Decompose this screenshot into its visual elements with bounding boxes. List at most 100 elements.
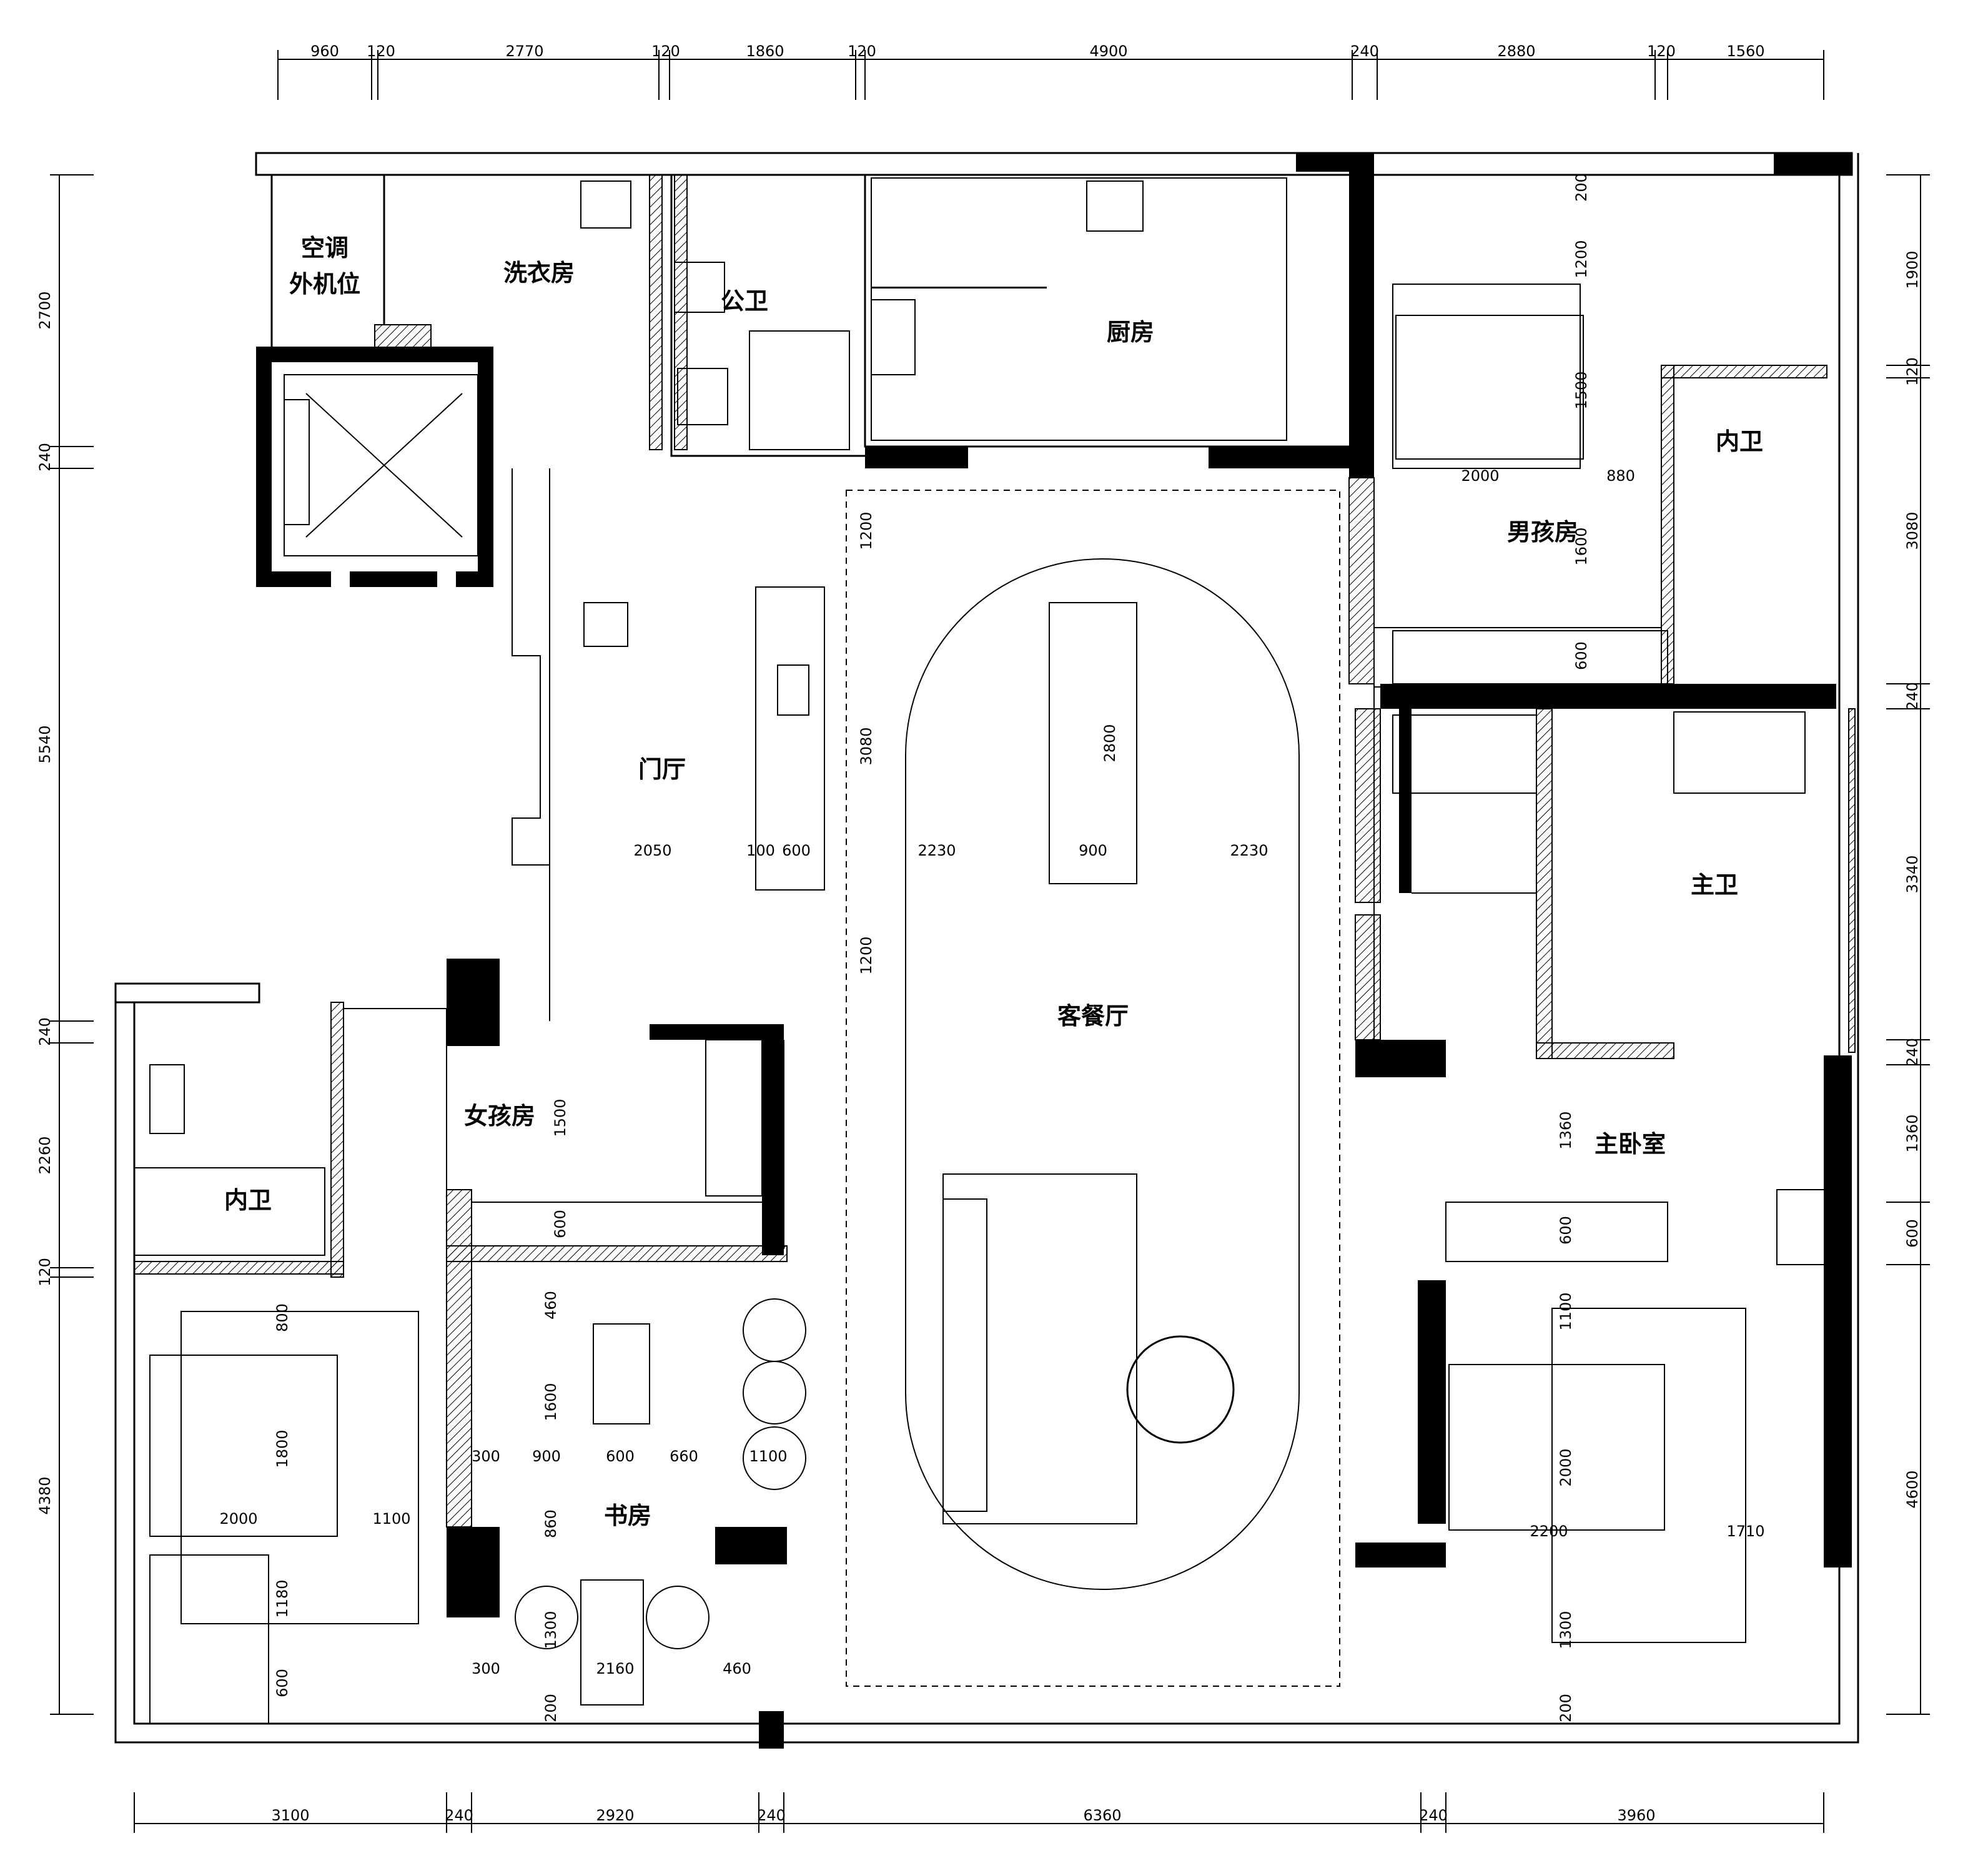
furniture [134, 177, 1827, 1724]
dim-st-2160: 2160 [596, 1660, 634, 1677]
dim-boy-600: 600 [1573, 641, 1590, 670]
dim-m-2000: 2000 [1557, 1448, 1575, 1486]
dim-st-1300: 1300 [542, 1611, 560, 1649]
dim-st-300b: 300 [472, 1660, 500, 1677]
dim-top-7: 240 [1350, 42, 1379, 60]
room-labels: 空调 外机位 洗衣房 公卫 厨房 男孩房 内卫 门厅 客餐厅 主卫 主卧室 女孩… [224, 234, 1763, 1529]
dim-row-2230b: 2230 [1230, 842, 1268, 859]
dim-bottom-0: 3100 [271, 1807, 309, 1824]
room-ac-line1: 空调 [301, 234, 349, 262]
dim-left-1: 240 [36, 443, 54, 471]
dim-st-660: 660 [670, 1448, 698, 1465]
dim-liv-2800: 2800 [1101, 724, 1119, 762]
dim-top-8: 2880 [1497, 42, 1535, 60]
room-boy: 男孩房 [1507, 518, 1578, 546]
dim-m-2200: 2200 [1530, 1523, 1568, 1540]
dimension-lines [50, 50, 1930, 1833]
dims-bottom: 3100 240 2920 240 6360 240 3960 [271, 1807, 1655, 1824]
dim-bottom-3: 240 [757, 1807, 786, 1824]
dims-inner: 200 1200 1500 2000 880 1600 600 1200 308… [219, 173, 1846, 1722]
dim-m-1360: 1360 [1557, 1111, 1575, 1149]
dim-top-0: 960 [310, 42, 339, 60]
dim-liv-1200b: 1200 [858, 936, 875, 974]
dim-bottom-4: 6360 [1083, 1807, 1121, 1824]
dim-top-5: 120 [848, 42, 876, 60]
dim-top-2: 2770 [505, 42, 543, 60]
dim-bottom-5: 240 [1419, 1807, 1448, 1824]
dim-st-460b: 460 [723, 1660, 751, 1677]
dim-liv-3080: 3080 [858, 727, 875, 765]
walls [114, 152, 1859, 1749]
dim-row-900: 900 [1079, 842, 1107, 859]
dim-st-300a: 300 [472, 1448, 500, 1465]
dim-study-1600: 1600 [542, 1383, 560, 1421]
room-girl-bath: 内卫 [224, 1187, 272, 1214]
dim-left-4: 2260 [36, 1136, 54, 1174]
dim-m-1300: 1300 [1557, 1611, 1575, 1649]
dim-right-2: 3080 [1904, 511, 1921, 550]
dim-right-3: 240 [1904, 682, 1921, 711]
dim-top-3: 120 [651, 42, 680, 60]
dim-boy-1500: 1500 [1573, 371, 1590, 409]
room-laundry: 洗衣房 [503, 259, 575, 287]
dim-m-200: 200 [1557, 1694, 1575, 1722]
dim-right-5: 240 [1904, 1038, 1921, 1067]
dim-boy-1600: 1600 [1573, 527, 1590, 565]
dim-g-1180: 1180 [274, 1579, 291, 1617]
dim-right-6: 1360 [1904, 1114, 1921, 1152]
dim-st-600: 600 [606, 1448, 635, 1465]
dim-g-800: 800 [274, 1303, 291, 1332]
dim-g-1800: 1800 [274, 1429, 291, 1468]
room-master-bedroom: 主卧室 [1595, 1130, 1666, 1158]
partitions [270, 175, 1662, 1249]
dim-m-1100: 1100 [1557, 1292, 1575, 1330]
dim-bottom-2: 2920 [596, 1807, 634, 1824]
dim-row-600: 600 [782, 842, 811, 859]
dim-boy-1200: 1200 [1573, 240, 1590, 278]
dim-bottom-1: 240 [445, 1807, 473, 1824]
dim-right-8: 4600 [1904, 1470, 1921, 1508]
dim-row-2230a: 2230 [917, 842, 956, 859]
room-study: 书房 [604, 1502, 651, 1529]
dim-st-900: 900 [532, 1448, 561, 1465]
dim-right-0: 1900 [1904, 250, 1921, 289]
room-foyer: 门厅 [638, 756, 686, 783]
dim-top-6: 4900 [1089, 42, 1127, 60]
dim-g-2000: 2000 [219, 1510, 257, 1528]
dim-left-2: 5540 [36, 725, 54, 763]
room-master-bath: 主卫 [1691, 871, 1738, 899]
dim-left-5: 120 [36, 1258, 54, 1286]
dim-left-3: 240 [36, 1017, 54, 1046]
room-ac-line2: 外机位 [289, 270, 360, 298]
dim-row-100: 100 [746, 842, 775, 859]
dim-boy-880: 880 [1606, 467, 1635, 485]
dim-right-7: 600 [1904, 1219, 1921, 1248]
dim-st-200: 200 [542, 1694, 560, 1722]
dim-top-9: 120 [1647, 42, 1676, 60]
dim-left-6: 4380 [36, 1476, 54, 1514]
dim-m-1710: 1710 [1726, 1523, 1764, 1540]
dim-g-600: 600 [274, 1669, 291, 1697]
dim-girl-600: 600 [551, 1210, 569, 1238]
room-girl: 女孩房 [464, 1102, 535, 1130]
room-kitchen: 厨房 [1107, 318, 1154, 346]
dim-right-4: 3340 [1904, 855, 1921, 893]
room-public-bath: 公卫 [721, 287, 768, 315]
dim-st-860: 860 [542, 1509, 560, 1538]
dim-m-50: 50 [1827, 1523, 1846, 1540]
dim-boy-2000: 2000 [1461, 467, 1499, 485]
dim-g-1100: 1100 [372, 1510, 410, 1528]
dim-boy-200: 200 [1573, 173, 1590, 202]
dim-left-0: 2700 [36, 291, 54, 329]
dim-row-2050: 2050 [633, 842, 671, 859]
dim-bottom-6: 3960 [1617, 1807, 1655, 1824]
dims-left: 2700 240 5540 240 2260 120 4380 [36, 291, 54, 1514]
dims-top: 960 120 2770 120 1860 120 4900 240 2880 … [310, 42, 1764, 60]
dim-girl-1500: 1500 [551, 1098, 569, 1137]
dim-st-1100: 1100 [749, 1448, 787, 1465]
dims-right: 1900 120 3080 240 3340 240 1360 600 4600 [1904, 250, 1921, 1508]
dim-top-1: 120 [367, 42, 395, 60]
dim-top-10: 1560 [1726, 42, 1764, 60]
dim-study-460a: 460 [542, 1291, 560, 1320]
